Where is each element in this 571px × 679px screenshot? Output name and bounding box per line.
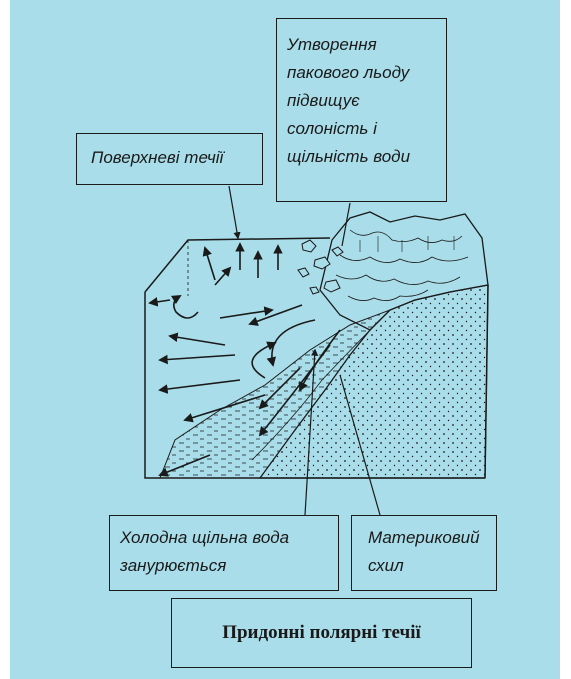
diagram-canvas: Поверхневі течії Утворення пакового льод… <box>10 0 560 679</box>
label-line: схил <box>368 552 496 580</box>
label-line: Холодна щільна вода <box>120 524 338 552</box>
title-text: Придонні полярні течії <box>172 619 471 647</box>
label-line: Поверхневі течії <box>91 144 262 172</box>
label-line: щільність води <box>287 143 446 171</box>
surface-currents-label: Поверхневі течії <box>76 133 263 185</box>
label-line: Материковий <box>368 524 496 552</box>
label-line: пакового льоду <box>287 59 446 87</box>
label-line: солоність і <box>287 115 446 143</box>
diagram-title: Придонні полярні течії <box>171 598 472 668</box>
surface-current-arrows <box>205 244 278 285</box>
label-line: Утворення <box>287 31 446 59</box>
cold-dense-water-label: Холодна щільна вода занурюється <box>109 515 339 591</box>
pack-ice-label: Утворення пакового льоду підвищує солоні… <box>276 18 447 202</box>
continental-slope-label: Материковий схил <box>351 515 497 591</box>
label-line: занурюється <box>120 552 338 580</box>
label-line: підвищує <box>287 87 446 115</box>
